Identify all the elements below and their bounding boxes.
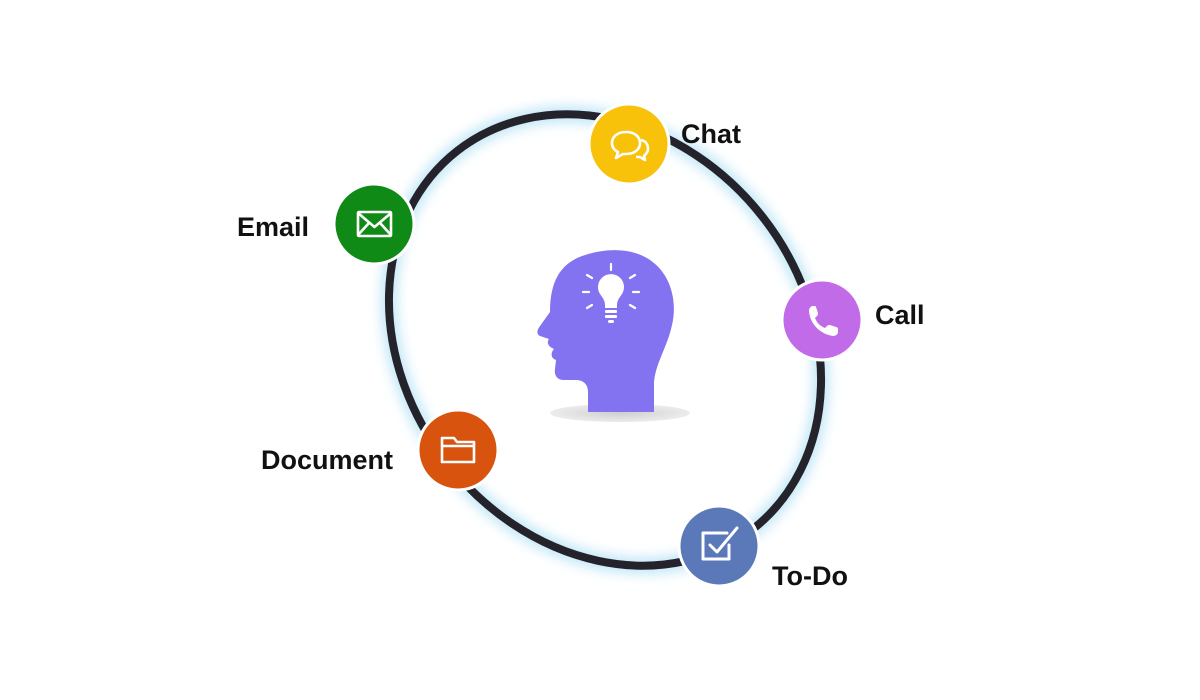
bulb-ray [585,303,594,310]
checkbox-icon [701,526,739,561]
phone-icon [809,306,838,336]
folder-icon [440,436,476,464]
call-label: Call [875,300,925,330]
head-with-lightbulb-icon [537,250,690,422]
lightbulb-icon [581,262,641,323]
call-node[interactable] [780,278,864,362]
email-node[interactable] [332,182,416,266]
envelope-icon [356,210,393,238]
chat-node-circle[interactable] [587,102,671,186]
email-label: Email [237,212,310,242]
bulb-glass [598,274,624,308]
todo-label: To-Do [772,561,848,591]
call-node-circle[interactable] [780,278,864,362]
todo-node[interactable] [677,504,761,588]
bulb-ray [585,273,594,280]
head-silhouette [537,250,674,412]
bulb-base [605,310,617,313]
document-node[interactable] [416,408,500,492]
todo-node-circle[interactable] [677,504,761,588]
bulb-base-2 [605,315,617,318]
bulb-tip [608,320,614,323]
document-label: Document [261,445,394,475]
head-shadow [550,404,690,422]
document-node-circle[interactable] [416,408,500,492]
chat-node[interactable] [587,102,671,186]
bulb-ray [628,273,637,280]
email-node-circle[interactable] [332,182,416,266]
chat-bubbles-icon [610,130,650,162]
chat-label: Chat [681,119,741,149]
bulb-ray [628,303,637,310]
